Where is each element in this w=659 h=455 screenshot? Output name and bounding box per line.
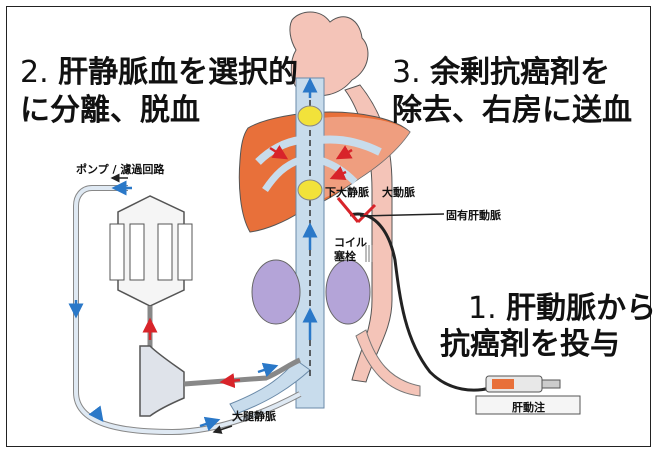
step3-line1: 3. 余剰抗癌剤を (392, 54, 610, 92)
step3-line2: 除去、右房に送血 (392, 92, 632, 130)
pump-filter-label: ポンプ / 濾過回路 (76, 161, 164, 177)
ivc-label: 下大静脈 (325, 184, 369, 200)
step1-line2: 抗癌剤を投与 (440, 326, 620, 364)
left-kidney (252, 260, 300, 324)
coil-embolization-label: コイル 塞栓 (334, 236, 367, 264)
right-kidney (326, 260, 370, 324)
step1-line1: 1. 肝動脈から (468, 290, 656, 328)
proper-hepatic-artery-label: 固有肝動脈 (446, 207, 501, 223)
step2-line2: に分離、脱血 (20, 92, 200, 130)
hepatic-injection-label: 肝動注 (512, 399, 545, 415)
aorta-label: 大動脈 (382, 184, 415, 200)
upper-balloon (298, 106, 322, 126)
lower-balloon (298, 180, 322, 200)
step2-line1: 2. 肝静脈血を選択的 (20, 54, 298, 92)
filter-manifold (118, 196, 184, 306)
pump-cone (140, 346, 184, 416)
femoral-vein-label: 大腿静脈 (232, 408, 276, 424)
